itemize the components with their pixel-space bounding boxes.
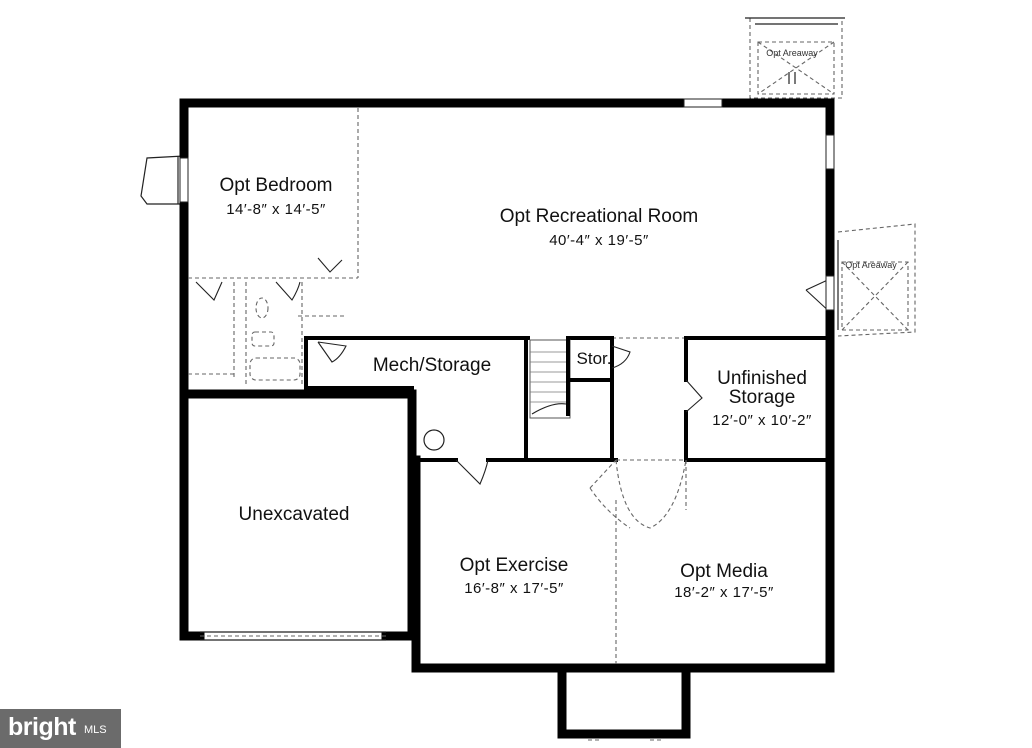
areaway-right-label: Opt Areaway: [845, 260, 897, 270]
areaway-top-label: Opt Areaway: [766, 48, 818, 58]
window-bedroom: [179, 157, 189, 203]
opt-bedroom-name: Opt Bedroom: [220, 175, 333, 196]
window-right-upper: [825, 134, 835, 170]
watermark-sub: MLS: [84, 724, 107, 736]
unfinished-storage-dims: 12′-0″ x 10′-2″: [712, 412, 812, 429]
opt-rec-room-name: Opt Recreational Room: [500, 206, 699, 227]
watermark-brand: bright: [8, 713, 76, 741]
bump-out: [557, 667, 691, 739]
opt-media-name: Opt Media: [680, 561, 768, 582]
mech-storage-name: Mech/Storage: [373, 355, 491, 376]
wall-mech-left: [304, 336, 414, 390]
stor-name: Stor.: [577, 349, 612, 368]
unexcavated-name: Unexcavated: [239, 504, 350, 525]
water-heater: [423, 429, 445, 451]
room-opt-rec-room: Opt Recreational Room 40′-4″ x 19′-5″: [500, 206, 699, 249]
unfinished-storage-name-1: Unfinished: [717, 368, 807, 389]
bright-mls-watermark: bright MLS: [0, 709, 121, 748]
room-unfinished-storage: Unfinished Storage 12′-0″ x 10′-2″: [712, 368, 812, 429]
window-top: [683, 98, 723, 108]
room-opt-bedroom: Opt Bedroom 14′-8″ x 14′-5″: [220, 175, 333, 218]
areaway-right: Opt Areaway: [805, 223, 916, 337]
opt-exercise-dims: 16′-8″ x 17′-5″: [464, 580, 564, 597]
bay-window-left: [140, 155, 185, 205]
room-opt-exercise: Opt Exercise 16′-8″ x 17′-5″: [460, 555, 569, 597]
opt-rec-room-dims: 40′-4″ x 19′-5″: [549, 232, 649, 249]
areaway-top: Opt Areaway: [745, 17, 845, 99]
opt-media-dims: 18′-2″ x 17′-5″: [674, 584, 774, 601]
room-opt-media: Opt Media 18′-2″ x 17′-5″: [674, 561, 774, 601]
unexcavated-wall-left: [179, 383, 205, 641]
opt-bedroom-dims: 14′-8″ x 14′-5″: [226, 201, 326, 218]
opt-exercise-name: Opt Exercise: [460, 555, 569, 576]
window-right-lower: [825, 275, 835, 311]
unexcavated-wall-inner: [179, 389, 417, 641]
exterior-wall-upper: [179, 98, 835, 389]
unfinished-storage-name-2: Storage: [729, 387, 796, 408]
